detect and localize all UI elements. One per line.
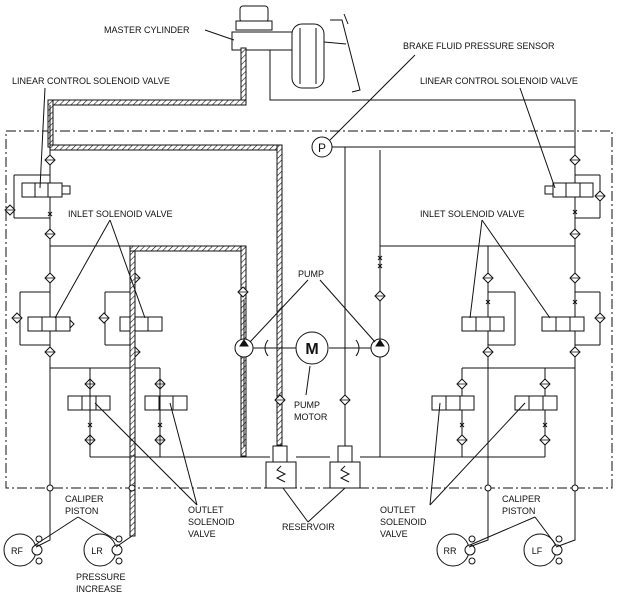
linear-control-solenoid-right (544, 174, 606, 219)
label-pump: PUMP (298, 269, 324, 279)
label-master-cylinder: MASTER CYLINDER (104, 25, 190, 35)
label-outlet-right-3: VALVE (380, 529, 408, 539)
motor-symbol: M (305, 341, 318, 358)
label-outlet-right-1: OUTLET (380, 505, 416, 515)
caliper-lf: LF (523, 533, 563, 567)
master-cylinder (231, 5, 361, 93)
label-outlet-left-1: OUTLET (188, 505, 224, 515)
label-linear-control-right: LINEAR CONTROL SOLENOID VALVE (420, 76, 578, 86)
reservoir-right (329, 445, 361, 489)
label-outlet-left-3: VALVE (188, 529, 216, 539)
label-outlet-left-2: SOLENOID (188, 517, 235, 527)
inlet-solenoid-left-a (11, 291, 75, 346)
inlet-solenoid-right-b (541, 291, 606, 346)
label-brake-fluid-pressure-sensor: BRAKE FLUID PRESSURE SENSOR (403, 41, 555, 51)
pump-motor: M (295, 331, 329, 365)
caliper-lr: LR (83, 533, 123, 567)
outlet-solenoid-left-b (144, 368, 188, 457)
label-linear-control-left: LINEAR CONTROL SOLENOID VALVE (12, 76, 170, 86)
label-caliper-left-1: CALIPER (65, 494, 104, 504)
caliper-rr: RR (436, 533, 476, 567)
label-pump-motor-1: PUMP (294, 400, 320, 410)
master-cylinder-hatched-line (47, 47, 247, 148)
label-outlet-right-2: SOLENOID (380, 517, 427, 527)
wheel-lr: LR (91, 546, 103, 556)
inlet-solenoid-right-a (461, 246, 516, 368)
outlet-solenoid-right-b (514, 368, 558, 457)
pressure-sensor: P (311, 136, 333, 158)
left-upper-hatched-line (49, 144, 283, 446)
linear-control-solenoid-left (4, 174, 71, 219)
reservoir-left (265, 445, 297, 489)
label-caliper-left-2: PISTON (65, 506, 98, 516)
caliper-rf: RF (3, 533, 43, 567)
label-caliper-right-1: CALIPER (502, 494, 541, 504)
label-pump-motor-2: MOTOR (294, 412, 328, 422)
pump-right (370, 338, 390, 358)
hydraulic-unit-boundary (5, 130, 613, 489)
label-pressure-increase-1: PRESSURE (76, 572, 126, 582)
outlet-solenoid-left-a (67, 368, 111, 457)
label-inlet-right: INLET SOLENOID VALVE (420, 209, 525, 219)
outlet-solenoid-right-a (431, 368, 475, 457)
left-hatched-circuit (129, 245, 247, 537)
wheel-lf: LF (532, 546, 543, 556)
wheel-rr: RR (444, 546, 457, 556)
label-inlet-left: INLET SOLENOID VALVE (68, 209, 173, 219)
label-caliper-right-2: PISTON (502, 506, 535, 516)
leader-lines (34, 29, 557, 546)
pressure-sensor-symbol: P (318, 141, 326, 155)
label-pressure-increase-2: INCREASE (76, 584, 122, 594)
wheel-rf: RF (11, 546, 23, 556)
label-reservoir: RESERVOIR (282, 522, 335, 532)
